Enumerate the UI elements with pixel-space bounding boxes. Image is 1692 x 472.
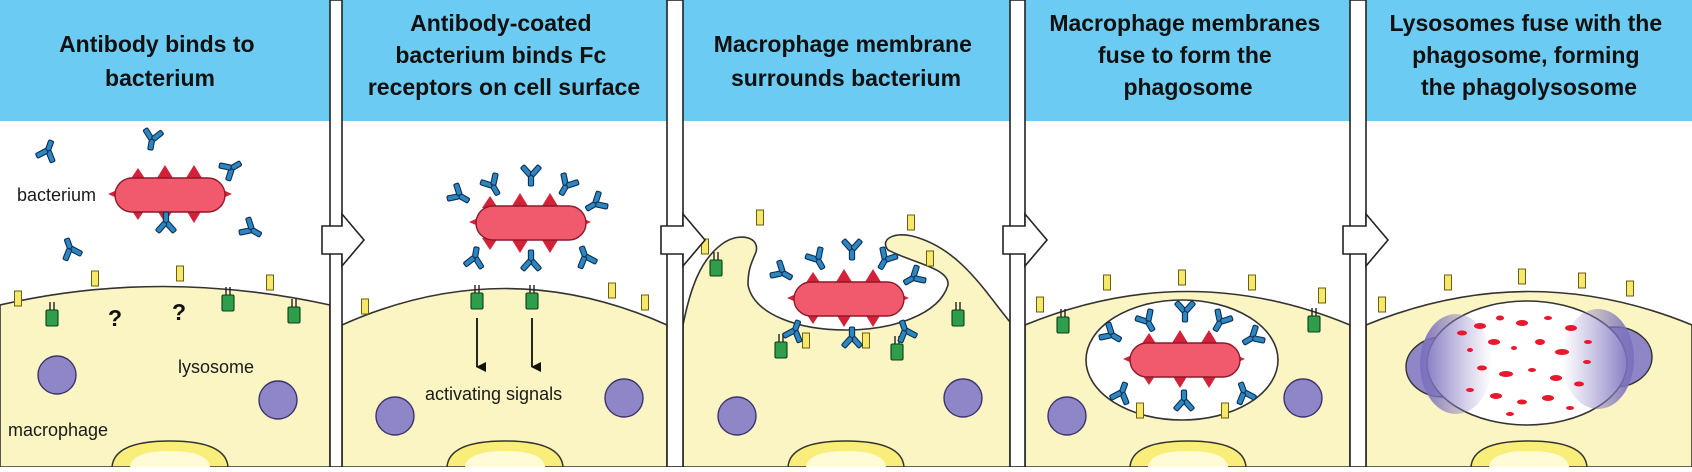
panel-1-title: Antibody binds to bacterium <box>59 31 261 91</box>
panel-4-header <box>1025 0 1350 121</box>
panel-3: Macrophage membrane surrounds bacterium <box>682 0 1011 468</box>
panel-1: Antibody binds to bacterium <box>0 0 331 468</box>
panel-4-bacterium <box>1123 330 1245 388</box>
label-lysosome: lysosome <box>178 357 254 377</box>
step-arrows <box>321 211 1390 269</box>
step-arrow-1 <box>321 211 366 269</box>
label-bacterium: bacterium <box>17 185 96 205</box>
panel-5-header <box>1366 0 1692 121</box>
label-macrophage: macrophage <box>8 420 108 440</box>
panel-5: Lysosomes fuse with the phagosome, formi… <box>1365 0 1692 468</box>
panel-3-macrophage <box>682 234 1011 468</box>
panel-4-title: Macrophage membranes fuse to form the ph… <box>1049 10 1326 100</box>
step-arrow-3 <box>1002 211 1049 269</box>
step-arrow-2 <box>660 211 707 269</box>
panel-4: Macrophage membranes fuse to form the ph… <box>1024 0 1351 468</box>
label-activating-signals: activating signals <box>425 384 562 404</box>
panel-2-signal-arrows <box>476 318 541 372</box>
panel-3-header <box>683 0 1010 121</box>
panel-2-title: Antibody-coated bacterium binds Fc recep… <box>368 10 640 100</box>
panel-1-header <box>0 0 330 121</box>
panel-5-title: Lysosomes fuse with the phagosome, formi… <box>1389 10 1668 100</box>
panel-2-bacterium <box>469 193 591 253</box>
panel-2: Antibody-coated bacterium binds Fc recep… <box>341 0 668 468</box>
panel-3-bacterium <box>787 269 909 327</box>
step-arrow-4 <box>1342 211 1390 269</box>
panel-2-macrophage <box>341 287 668 468</box>
panel-3-title: Macrophage membrane surrounds bacterium <box>714 31 979 91</box>
panel-2-header <box>342 0 667 121</box>
panel-1-question-mark-1: ? <box>108 305 122 331</box>
panel-1-bacterium <box>108 165 232 223</box>
panel-5-phagolysosome <box>1405 300 1653 426</box>
lysosomal-granules <box>1457 315 1592 416</box>
panel-1-question-mark-2: ? <box>172 299 186 325</box>
